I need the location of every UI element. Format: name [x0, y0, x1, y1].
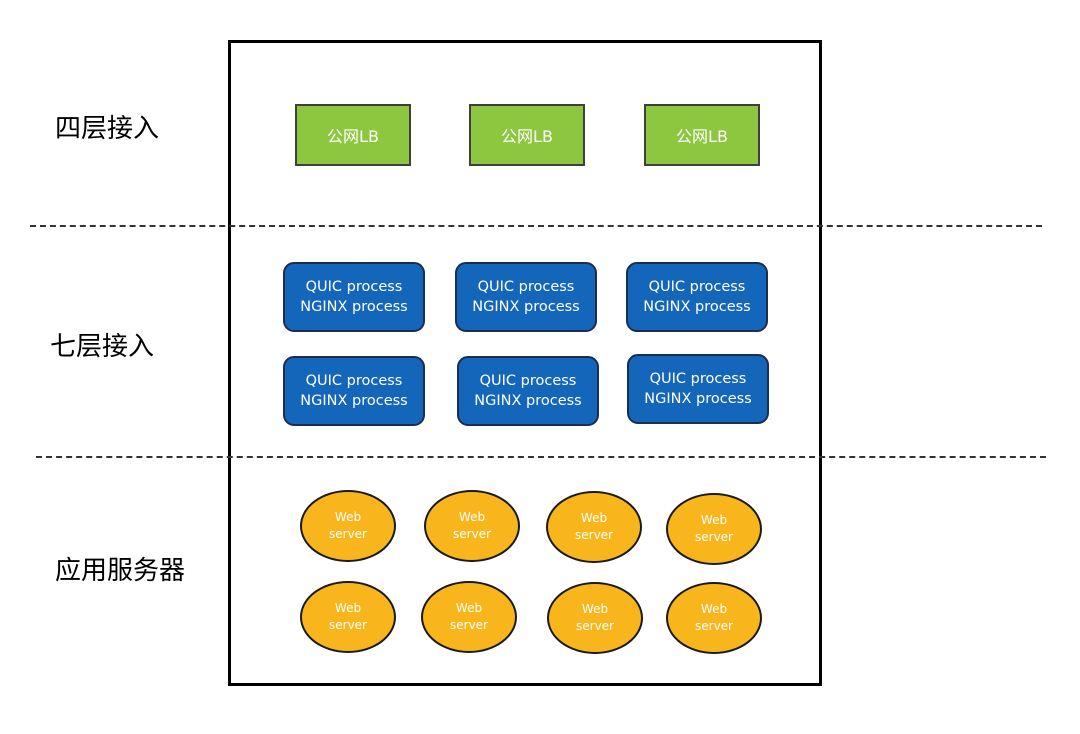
- web-server-line-web: Web: [455, 601, 483, 615]
- quic-nginx-process-node: QUIC process NGINX process: [283, 262, 425, 332]
- process-line-nginx: NGINX process: [644, 391, 752, 407]
- web-server-node: Web server: [547, 582, 643, 654]
- web-server-node: Web server: [300, 490, 396, 562]
- public-lb-node: 公网LB: [295, 104, 411, 166]
- web-server-line-server: server: [575, 528, 613, 542]
- web-server-node: Web server: [666, 493, 762, 565]
- quic-nginx-process-node: QUIC process NGINX process: [627, 354, 769, 424]
- process-line-quic: QUIC process: [649, 371, 747, 387]
- process-line-nginx: NGINX process: [300, 299, 408, 315]
- web-server-line-server: server: [695, 530, 733, 544]
- web-server-line-server: server: [329, 527, 367, 541]
- layer-label-app: 应用服务器: [55, 556, 186, 586]
- public-lb-node: 公网LB: [644, 104, 760, 166]
- process-line-quic: QUIC process: [305, 373, 403, 389]
- quic-nginx-process-node: QUIC process NGINX process: [626, 262, 768, 332]
- web-server-line-web: Web: [581, 602, 609, 616]
- web-server-line-server: server: [453, 527, 491, 541]
- web-server-line-web: Web: [334, 601, 362, 615]
- process-line-nginx: NGINX process: [474, 393, 582, 409]
- process-line-quic: QUIC process: [479, 373, 577, 389]
- process-line-nginx: NGINX process: [300, 393, 408, 409]
- layer-divider-bottom: [36, 456, 1046, 458]
- process-line-nginx: NGINX process: [472, 299, 580, 315]
- quic-nginx-process-node: QUIC process NGINX process: [455, 262, 597, 332]
- quic-nginx-process-node: QUIC process NGINX process: [457, 356, 599, 426]
- web-server-line-web: Web: [334, 510, 362, 524]
- public-lb-node: 公网LB: [469, 104, 585, 166]
- layer-label-l4: 四层接入: [55, 114, 160, 144]
- web-server-line-web: Web: [700, 513, 728, 527]
- web-server-node: Web server: [546, 491, 642, 563]
- web-server-node: Web server: [300, 581, 396, 653]
- web-server-line-web: Web: [700, 602, 728, 616]
- process-line-quic: QUIC process: [648, 279, 746, 295]
- web-server-line-server: server: [450, 618, 488, 632]
- quic-nginx-process-node: QUIC process NGINX process: [283, 356, 425, 426]
- process-line-nginx: NGINX process: [643, 299, 751, 315]
- web-server-line-server: server: [695, 619, 733, 633]
- web-server-node: Web server: [421, 581, 517, 653]
- web-server-line-web: Web: [580, 511, 608, 525]
- web-server-line-server: server: [329, 618, 367, 632]
- process-line-quic: QUIC process: [477, 279, 575, 295]
- web-server-line-server: server: [576, 619, 614, 633]
- web-server-node: Web server: [424, 490, 520, 562]
- process-line-quic: QUIC process: [305, 279, 403, 295]
- architecture-frame: [228, 40, 822, 686]
- web-server-node: Web server: [666, 582, 762, 654]
- layer-divider-top: [30, 225, 1042, 227]
- web-server-line-web: Web: [458, 510, 486, 524]
- layer-label-l7: 七层接入: [50, 332, 155, 362]
